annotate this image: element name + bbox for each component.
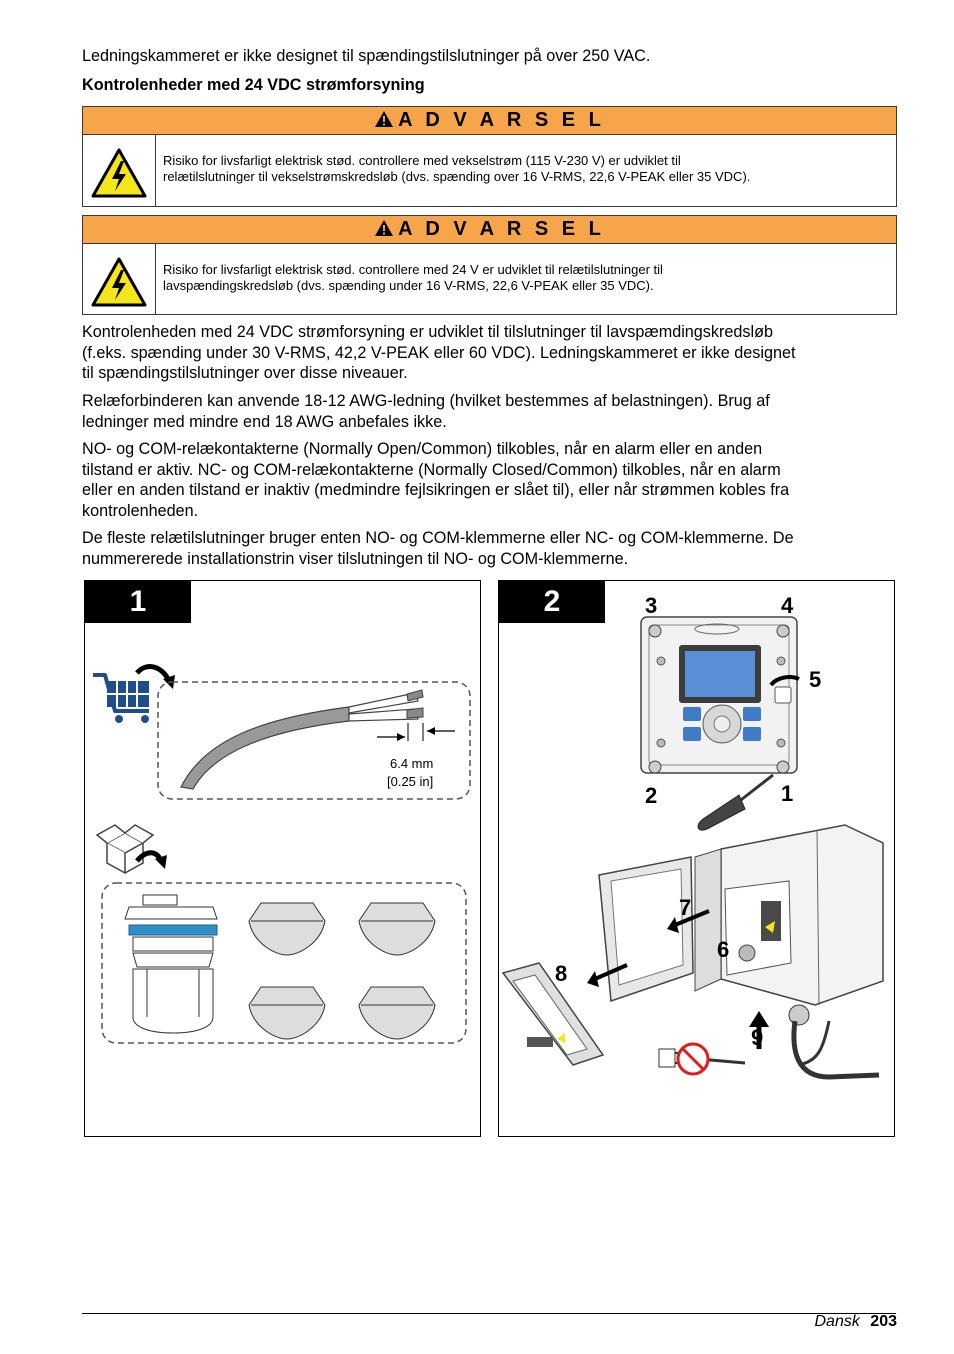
arrow-icon [594,963,628,981]
arrow-icon [769,675,800,687]
warning-text-line: Risiko for livsfarligt elektrisk stød. c… [163,262,663,277]
callout-9: 9 [751,1025,763,1050]
electrical-hazard-icon [91,148,147,198]
warning-header: A D V A R S E L [83,216,896,244]
warning-header: A D V A R S E L [83,107,896,135]
cable-illustration [180,689,455,790]
warning-title: A D V A R S E L [398,109,605,131]
wire-strip-length-mm: 6.4 mm [390,756,433,771]
step-2-illustration: 3 4 5 2 1 7 6 8 9 [501,593,884,1080]
warning-title: A D V A R S E L [398,218,605,240]
intro-paragraph: Ledningskammeret er ikke designet til sp… [82,47,651,65]
callout-4: 4 [781,593,794,618]
footer-rule [82,1313,896,1314]
step-1-illustration: 6.4 mm [0.25 in] [93,664,471,1044]
paragraph-awg: Relæforbinderen kan anvende 18-12 AWG-le… [82,391,897,432]
callout-3: 3 [645,593,657,618]
warning-box-24v: A D V A R S E L Risiko for livsfarligt e… [82,215,897,315]
page-number: 203 [870,1313,897,1330]
callout-2: 2 [645,783,657,808]
figure-step-2: 2 [498,580,895,1137]
footer: Dansk 203 [814,1312,897,1332]
footer-language: Dansk [814,1313,860,1330]
no-power-plug-icon [658,1042,710,1076]
plug-icon [248,902,326,956]
text-line: til spændingstilslutninger over disse ni… [82,364,408,383]
warning-triangle-icon [375,220,394,236]
shopping-cart-icon [93,673,149,723]
wire-strip-length-in: [0.25 in] [387,774,433,789]
paragraph-24vdc: Kontrolenheden med 24 VDC strømforsyning… [82,322,897,384]
text-line: Kontrolenheden med 24 VDC strømforsyning… [82,323,773,341]
text-line: eller en anden tilstand er inaktiv (medm… [82,481,790,500]
text-line: ledninger med mindre end 18 AWG anbefale… [82,412,447,431]
controller-open-enclosure [598,824,884,1026]
warning-text-line: relætilslutninger til vekselstrømskredsl… [163,169,751,185]
warning-icon-cell [83,135,156,206]
terminal-cover [501,962,605,1066]
text-line: NO- og COM-relækontakterne (Normally Ope… [82,440,763,458]
text-line: Relæforbinderen kan anvende 18-12 AWG-le… [82,392,770,410]
power-cable [698,1020,880,1080]
plug-icon [358,986,436,1040]
controller-front-view [640,616,798,774]
text-line: tilstand er aktiv. NC- og COM-relækontak… [82,460,781,479]
step-number-badge: 2 [499,581,605,623]
text-line: (f.eks. spænding under 30 V-RMS, 42,2 V-… [82,343,796,362]
callout-7: 7 [679,895,691,920]
warning-icon-cell [83,244,156,314]
text-line: kontrolenheden. [82,501,199,520]
text-line: De fleste relætilslutninger bruger enten… [82,529,794,547]
paragraph-terminals: De fleste relætilslutninger bruger enten… [82,528,897,569]
callout-1: 1 [781,781,793,806]
warning-triangle-icon [375,111,394,127]
section-heading: Kontrolenheder med 24 VDC strømforsyning [82,76,425,94]
step-number-badge: 1 [85,581,191,623]
plug-icon [358,902,436,956]
open-box-icon [95,824,155,875]
callout-6: 6 [717,937,729,962]
warning-text-line: lavspændingskredsløb (dvs. spænding unde… [163,278,654,294]
warning-box-ac: A D V A R S E L Risiko for livsfarligt e… [82,106,897,207]
electrical-hazard-icon [91,257,147,307]
paragraph-relay-contacts: NO- og COM-relækontakterne (Normally Ope… [82,439,897,521]
callout-8: 8 [555,961,567,986]
arrow-icon [674,909,710,927]
text-line: nummererede installationstrin viser tils… [82,549,629,568]
figure-step-1: 1 6.4 mm [0.25 in] [84,580,481,1137]
callout-5: 5 [809,667,821,692]
cable-gland-icon [124,894,218,1034]
warning-text-line: Risiko for livsfarligt elektrisk stød. c… [163,153,681,168]
plug-icon [248,986,326,1040]
screwdriver-icon [697,773,774,831]
